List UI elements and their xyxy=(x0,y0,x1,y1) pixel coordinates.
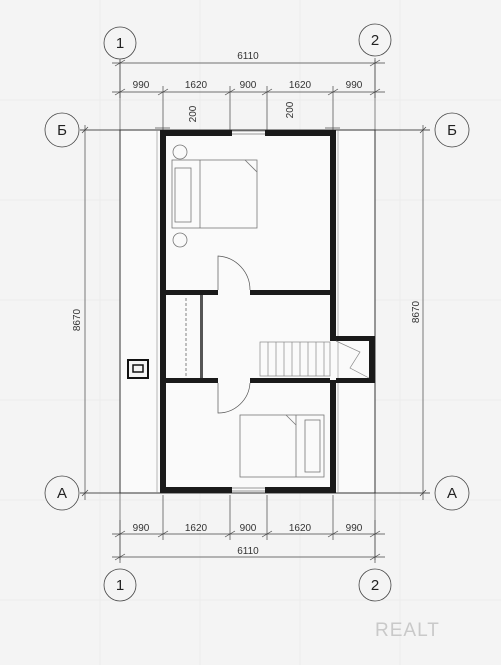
bottom-dimension-lines xyxy=(112,495,385,563)
axis-label-left-b: Б xyxy=(57,122,67,139)
axis-label-right-b: Б xyxy=(447,122,457,139)
dim-right-total: 8670 xyxy=(411,300,422,323)
closet-partition xyxy=(200,295,203,378)
wall-openings xyxy=(232,130,265,492)
axis-bubbles xyxy=(44,23,470,602)
dim-top-inner-2: 200 xyxy=(285,101,296,118)
dim-left-total: 8670 xyxy=(72,308,83,331)
axis-label-left-a: А xyxy=(57,485,67,502)
axis-label-bottom-1: 1 xyxy=(116,577,124,594)
dim-top-inner-1: 200 xyxy=(188,105,199,122)
dim-bottom-seg-1: 990 xyxy=(133,523,150,534)
top-dimension-lines xyxy=(112,58,385,135)
dim-top-seg-2: 1620 xyxy=(185,80,208,91)
dim-bottom-total: 6110 xyxy=(237,546,259,557)
dim-top-seg-5: 990 xyxy=(346,80,363,91)
dim-top-seg-3: 900 xyxy=(240,80,257,91)
dim-bottom-seg-2: 1620 xyxy=(185,523,208,534)
dim-bottom-seg-4: 1620 xyxy=(289,523,312,534)
dim-bottom-seg-5: 990 xyxy=(346,523,363,534)
axis-label-top-2: 2 xyxy=(371,32,379,49)
lower-bed xyxy=(239,414,325,478)
upper-bed xyxy=(171,159,258,229)
dim-top-seg-1: 990 xyxy=(133,80,150,91)
axis-label-bottom-2: 2 xyxy=(371,577,379,594)
dim-top-seg-4: 1620 xyxy=(289,80,312,91)
building-outline xyxy=(119,129,376,494)
upper-nightstand-bottom xyxy=(172,232,188,248)
dim-bottom-seg-3: 900 xyxy=(240,523,257,534)
chimney-symbol xyxy=(127,359,149,379)
walls xyxy=(160,130,375,493)
watermark: REALT xyxy=(375,620,440,641)
upper-nightstand-top xyxy=(172,144,188,160)
staircase xyxy=(259,340,370,379)
axis-label-top-1: 1 xyxy=(116,35,124,52)
axis-label-right-a: А xyxy=(447,485,457,502)
chimney-symbol-inner xyxy=(132,364,144,373)
dim-top-total: 6110 xyxy=(237,51,259,62)
side-dimension-lines xyxy=(80,125,430,500)
door-swings xyxy=(217,255,251,414)
